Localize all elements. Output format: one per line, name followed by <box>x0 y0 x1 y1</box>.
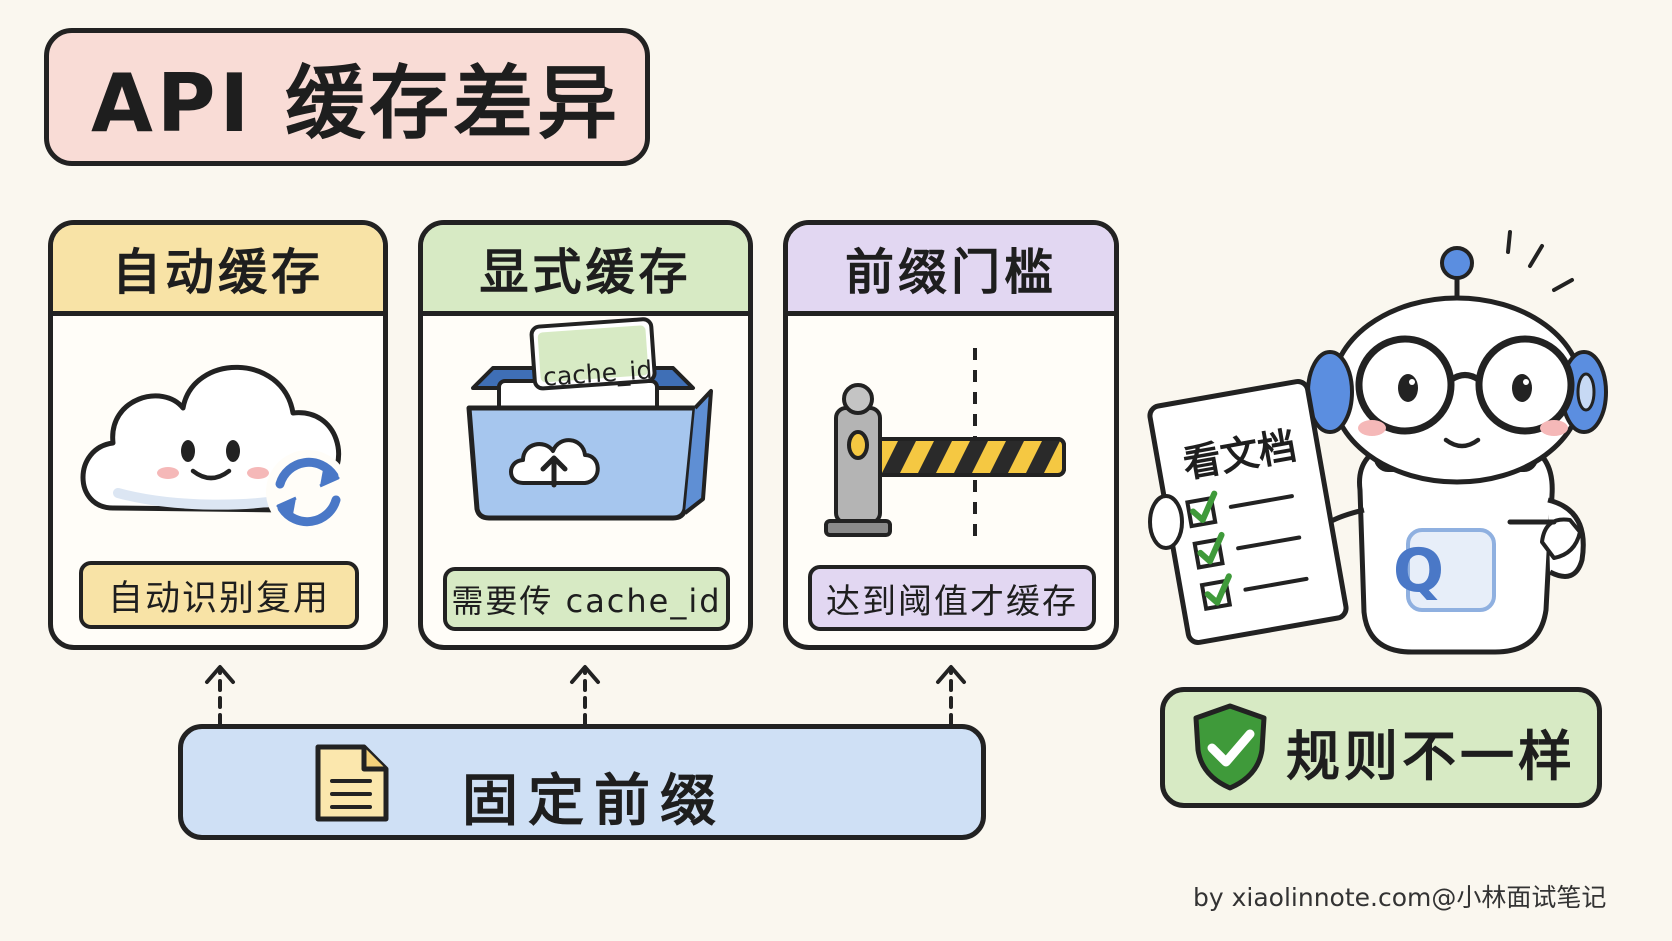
folder-icon <box>466 317 713 521</box>
robot-badge-letter: Q <box>1393 536 1445 606</box>
fixed-prefix-bar <box>178 724 986 840</box>
panel-explicit-cache-label: 需要传 cache_id <box>443 567 730 631</box>
page-title: API 缓存差异 <box>44 28 650 166</box>
panel-explicit-cache: 显式缓存 cache_id 需要传 cache_id <box>418 220 753 650</box>
refresh-icon <box>266 450 350 534</box>
fixed-prefix-label: 固定前缀 <box>462 769 726 834</box>
panel-explicit-cache-heading: 显式缓存 <box>423 225 748 316</box>
footer-credit: by xiaolinnote.com@小林面试笔记 <box>1193 883 1607 912</box>
document-icon <box>315 744 389 822</box>
checklist-icon <box>1147 379 1349 645</box>
panel-prefix-threshold: 前缀门槛 达到阈值才缓存 <box>783 220 1119 650</box>
panel-auto-cache-label: 自动识别复用 <box>79 561 359 629</box>
panel-auto-cache-heading: 自动缓存 <box>53 225 383 316</box>
shield-check-icon <box>1193 703 1267 791</box>
page-title-text: API 缓存差异 <box>91 57 622 150</box>
panel-prefix-threshold-heading: 前缀门槛 <box>788 225 1114 316</box>
barrier-gate-icon <box>824 348 1066 538</box>
robot-icon <box>1306 230 1608 655</box>
panel-prefix-threshold-label: 达到阈值才缓存 <box>808 565 1096 631</box>
rule-label: 规则不一样 <box>1286 725 1576 788</box>
panel-auto-cache: 自动缓存 自动识别复用 <box>48 220 388 650</box>
